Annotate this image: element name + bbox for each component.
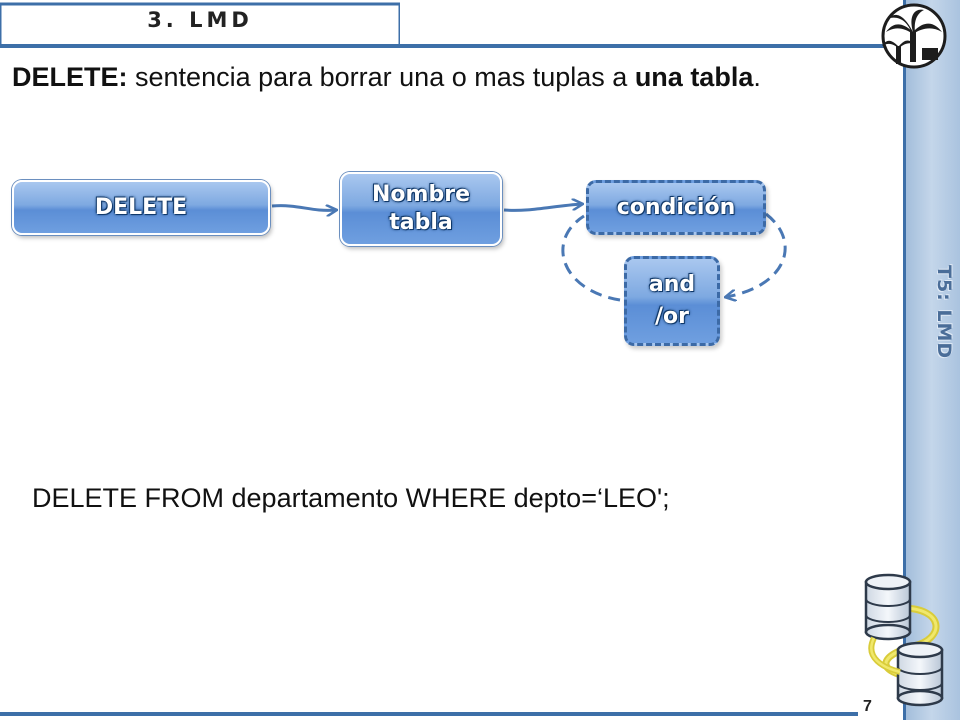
heading-text: sentencia para borrar una o mas tuplas a (127, 62, 635, 92)
database-icon (864, 573, 944, 707)
arrow-delete-to-table (271, 206, 336, 211)
heading-bold-tail: una tabla (634, 62, 754, 92)
loop-condition-to-connector (726, 212, 787, 297)
heading-keyword: DELETE: (12, 62, 128, 92)
top-rule (0, 44, 905, 48)
slide-heading: DELETE: sentencia para borrar una o mas … (12, 56, 882, 98)
node-and-or: and /or (624, 256, 720, 346)
palm-tree-logo-icon (881, 3, 947, 69)
arrow-table-to-condition (503, 204, 582, 212)
sidebar-band (903, 0, 960, 720)
node-condition: condición (586, 180, 766, 235)
node-condition-label: condición (616, 195, 736, 220)
page-number: 7 (863, 698, 872, 715)
section-title: 3. LMD (147, 8, 253, 32)
loop-connector-to-condition (561, 214, 621, 302)
node-delete: DELETE (12, 180, 270, 235)
node-connector-line2: /or (654, 304, 689, 329)
bottom-rule (0, 712, 858, 716)
example-sql: DELETE FROM departamento WHERE depto=‘LE… (32, 483, 670, 513)
node-delete-label: DELETE (94, 195, 188, 220)
heading-end: . (753, 62, 761, 92)
node-table-line1: Nombre (372, 182, 470, 207)
title-tab (0, 2, 400, 44)
node-table-line2: tabla (389, 210, 453, 235)
node-connector-line1: and (648, 272, 696, 297)
node-table-name: Nombre tabla (340, 172, 502, 246)
